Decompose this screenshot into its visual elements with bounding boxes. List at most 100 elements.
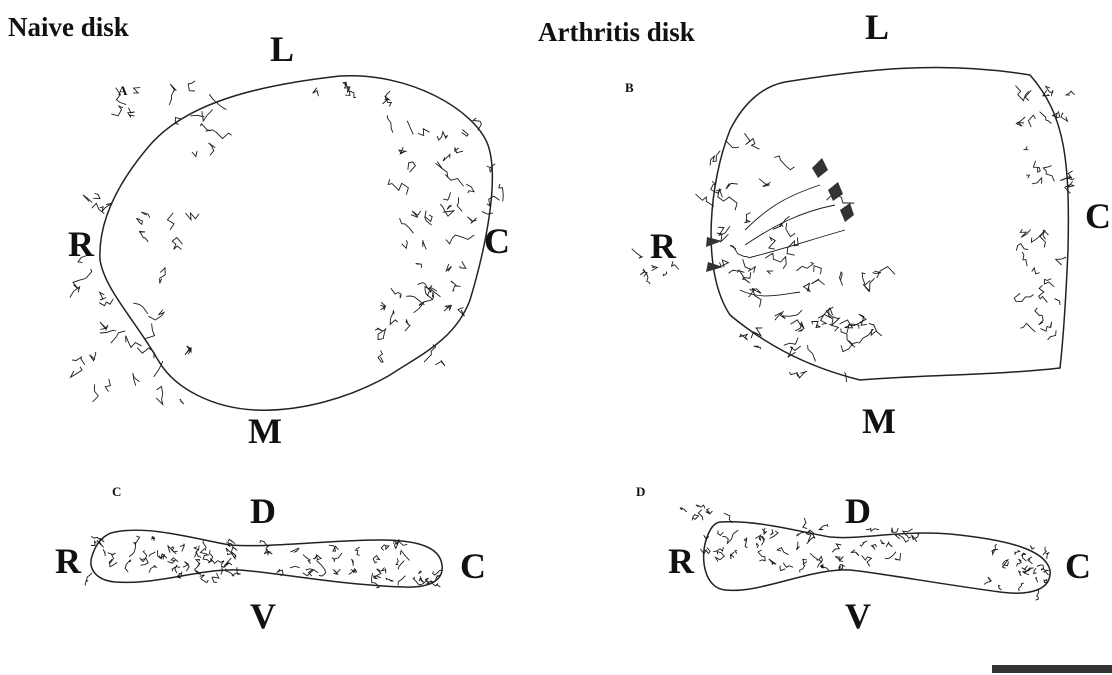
nerve-fiber [303,555,311,564]
nerve-fiber [814,266,822,275]
label-dorsal: D [250,490,276,532]
nerve-fiber [375,328,382,331]
nerve-fiber [458,308,465,317]
nerve-fiber [156,386,163,404]
nerve-fiber [190,111,202,116]
nerve-fiber [352,559,354,566]
nerve-fiber [466,184,474,193]
scale-bar [992,665,1112,673]
nerve-fiber [186,213,200,220]
label-rostral: R [68,223,94,265]
nerve-fiber [482,212,493,215]
nerve-fiber [860,541,867,546]
nerve-fiber [1046,86,1053,96]
nerve-fiber [729,270,745,274]
nerve-fiber [149,310,165,320]
nerve-fiber [783,563,793,568]
nerve-fiber [85,573,92,586]
label-caudal: C [1085,195,1111,237]
nerve-fiber [145,323,154,338]
panel-label-b: B [625,80,634,96]
nerve-fiber [180,399,184,404]
nerve-fiber [111,331,126,343]
nerve-fiber [424,345,436,363]
nerve-fiber [376,569,381,578]
nerve-fiber [313,88,319,97]
nerve-fiber [859,314,867,325]
nerve-fiber [1028,115,1035,127]
nerve-fiber [373,556,379,563]
nerve-fiber [1033,161,1040,172]
nerve-fiber [133,88,140,93]
nerve-fiber [212,573,219,582]
nerve-fiber [398,561,404,570]
nerve-fiber [1030,545,1034,549]
label-ventral: V [250,595,276,637]
nerve-fiber [1035,308,1043,325]
nerve-fiber [984,577,991,584]
nerve-fiber [777,548,788,555]
nerve-fiber [1048,330,1057,340]
nerve-fiber [1016,559,1021,567]
label-rostral: R [55,540,81,582]
nerve-fiber [751,328,762,338]
label-caudal: C [484,220,510,262]
nerve-fiber [443,192,450,200]
nerve-fiber [411,211,421,217]
nerve-fiber [185,346,191,355]
nerve-fiber [1034,568,1037,573]
arrow-icon [840,203,854,222]
nerve-fiber [706,547,710,553]
nerve-fiber [200,575,209,583]
nerve-fiber [133,536,139,544]
nerve-fiber [799,371,807,378]
nerve-fiber [172,238,182,250]
nerve-fiber [716,552,725,562]
nerve-fiber [126,336,142,348]
nerve-fiber [758,550,765,561]
nerve-fiber [886,542,892,547]
nerve-fiber [72,357,85,365]
nerve-fiber [418,283,437,292]
nerve-fiber [487,196,500,206]
nerve-fiber [467,217,476,224]
nerve-fiber [203,555,210,562]
nerve-fiber [680,508,687,512]
nerve-fiber [402,240,408,248]
arrow-icon [828,182,843,201]
nerve-fiber [356,547,360,555]
nerve-fiber [725,140,739,147]
nerve-fiber [821,567,829,571]
nerve-fiber [378,350,383,362]
nerve-fiber [168,558,179,563]
nerve-fiber [333,569,340,574]
nerve-fiber [718,189,737,210]
nerve-fiber [435,360,445,366]
nerve-fiber [290,566,300,568]
nerve-fiber [756,543,758,548]
nerve-fiber [745,133,760,149]
nerve-fiber [839,564,846,569]
nerve-fiber [755,534,761,540]
nerve-fiber [1037,565,1043,570]
label-lateral: L [270,28,294,70]
nerve-fiber [437,132,447,140]
nerve-fiber [1020,323,1035,332]
nerve-fiber [200,124,211,131]
nerve-fiber [290,548,299,552]
nerve-fiber [446,264,451,271]
nerve-fiber [872,545,877,550]
nerve-fiber [1065,181,1075,193]
nerve-fiber [811,279,824,285]
nerve-fiber [332,553,342,562]
nerve-fiber [1044,571,1049,576]
nerve-fiber [769,559,776,565]
nerve-fiber [759,179,771,187]
nerve-fiber [396,558,399,565]
nerve-fiber [400,551,409,561]
nerve-fiber [425,211,432,226]
nerve-fiber [432,583,440,587]
nerve-fiber [1061,113,1067,121]
nerve-fiber [125,560,131,572]
